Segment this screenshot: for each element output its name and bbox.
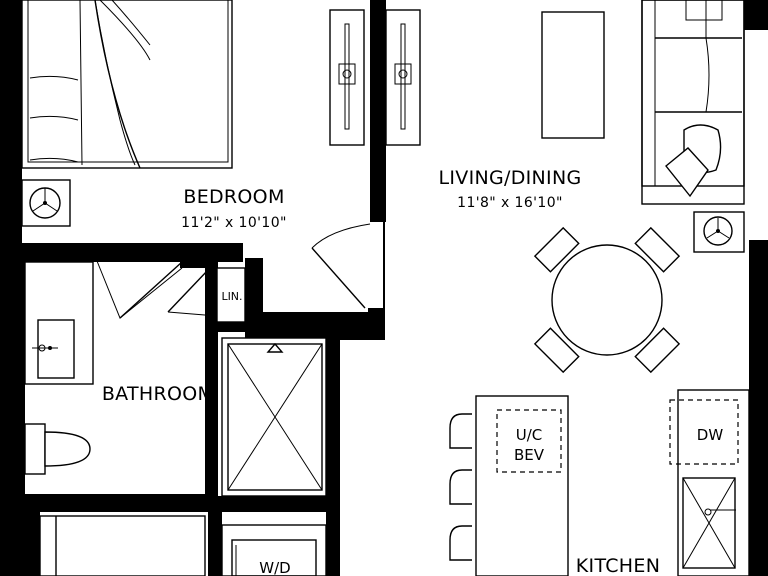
bedroom-dims: 11'2" x 10'10": [181, 215, 287, 231]
bed: [21, 0, 233, 169]
linen-label: LIN.: [221, 290, 242, 303]
wall-bedroom-living: [370, 0, 386, 222]
dishwasher-box: [669, 399, 739, 465]
wall-right-bottom: [749, 240, 768, 576]
wall-bath-right: [205, 262, 217, 512]
chair: [533, 327, 580, 374]
wall-laundry-left: [22, 512, 40, 576]
coffee-table: [541, 11, 605, 139]
wall-stub: [180, 258, 218, 268]
linen-closet: [216, 267, 246, 323]
wall-linen-bottom: [217, 322, 245, 332]
stool: [449, 469, 472, 505]
laundry-nook: [39, 515, 206, 576]
bedroom-fan-unit: [21, 179, 71, 227]
wall-bedroom-bath-left: [0, 243, 97, 261]
uc-bev-label-1: U/C: [516, 426, 543, 444]
kitchen-name: KITCHEN: [576, 555, 660, 576]
chair: [634, 327, 681, 374]
kitchen-island: [475, 395, 569, 576]
dishwasher-label: DW: [697, 426, 724, 444]
wall-hall-bottom: [245, 322, 385, 340]
bathroom-name: BATHROOM: [102, 383, 214, 405]
toilet: [24, 423, 91, 475]
kitchen-sink: [682, 477, 736, 569]
uc-bev-box: [496, 409, 562, 473]
washer-dryer-label: W/D: [259, 559, 290, 576]
bedroom-door: [311, 223, 371, 309]
wall-wd-left: [208, 512, 222, 576]
living-name: LIVING/DINING: [438, 167, 581, 189]
wall-kitchen-left: [326, 330, 340, 576]
wall-linen-right: [245, 258, 263, 330]
stool: [449, 413, 472, 449]
chair: [533, 226, 580, 273]
bedroom-name: BEDROOM: [183, 186, 284, 208]
wall-left: [0, 0, 22, 576]
kitchen-counter: [669, 389, 750, 576]
bar-stools: [449, 413, 472, 561]
shower: [221, 337, 327, 497]
wall-panel-left: [329, 9, 365, 146]
vanity-sink: [24, 261, 94, 385]
dining-table: [551, 244, 663, 356]
wall-right-top: [744, 0, 768, 30]
living-dims: 11'8" x 16'10": [457, 195, 563, 211]
kitchen-side-floor: [340, 330, 390, 576]
wall-hall-stub: [368, 308, 385, 340]
uc-bev-label-2: BEV: [514, 446, 545, 464]
wall-panel-right: [385, 9, 421, 146]
washer-dryer: [221, 524, 327, 576]
dining-set: [533, 226, 681, 374]
stool: [449, 525, 472, 561]
bathroom-door: [96, 260, 183, 319]
chair: [634, 226, 681, 273]
sofa: [641, 0, 745, 205]
living-fan-unit: [693, 211, 745, 253]
labels: BEDROOM 11'2" x 10'10" LIVING/DINING 11'…: [102, 167, 724, 576]
linen-door: [167, 269, 218, 317]
wall-bath-bottom: [22, 494, 212, 512]
